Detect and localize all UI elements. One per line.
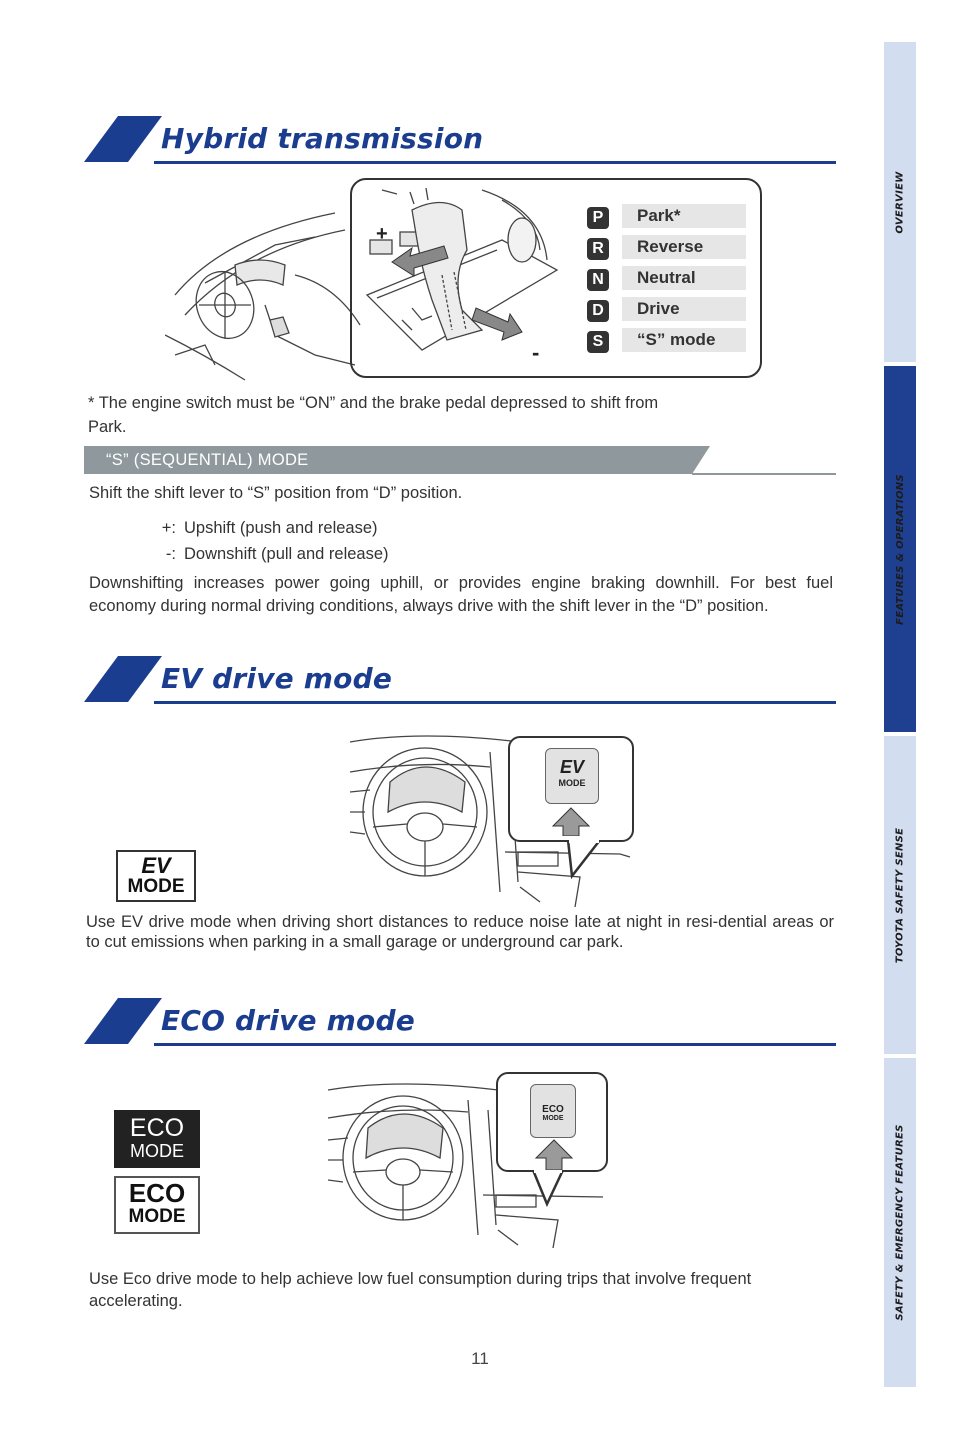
header-accent-shape [84,116,162,162]
ev-mode-badge: EV MODE [116,850,196,902]
header-rule [154,161,836,164]
s-mode-title: “S” (SEQUENTIAL) MODE [106,451,309,469]
callout-pointer [566,840,602,880]
tab-safety-emergency[interactable]: SAFETY & EMERGENCY FEATURES [884,1058,916,1387]
gear-letter: S [587,331,609,353]
ev-dashboard-illustration [349,735,631,908]
gear-letter: D [587,300,609,322]
eco-badge-dark-top: ECO [129,1114,185,1142]
park-footnote-line2: Park. [88,418,127,436]
downshift-paragraph: Downshifting increases power going uphil… [89,574,833,615]
tab-features-operations[interactable]: FEATURES & OPERATIONS [884,366,916,732]
header-accent-shape [84,998,162,1044]
eco-paragraph: Use Eco drive mode to help achieve low f… [89,1270,752,1310]
eco-badge-light-bottom: MODE [128,1206,186,1227]
gear-letter: R [587,238,609,260]
eco-mode-badge-dark: ECO MODE [114,1110,200,1168]
press-arrow-icon [551,807,591,836]
ev-badge-top: EV [141,853,171,878]
section-tabs: OVERVIEW FEATURES & OPERATIONS TOYOTA SA… [884,42,916,1387]
gear-label: Reverse [622,235,746,259]
hybrid-section-header: Hybrid transmission [84,116,836,166]
header-rule [154,1043,836,1046]
gear-label: Neutral [622,266,746,290]
tab-overview-label: OVERVIEW [894,170,906,234]
s-mode-instruction: Shift the shift lever to “S” position fr… [89,484,463,502]
park-footnote-line1: * The engine switch must be “ON” and the… [88,394,659,412]
ev-section-header: EV drive mode [84,656,836,706]
ev-button-bottom: MODE [558,778,586,788]
bullet-text: Downshift (pull and release) [184,545,389,563]
eco-mode-button[interactable]: ECO MODE [530,1084,576,1138]
ev-title: EV drive mode [161,662,393,695]
shifter-callout [350,178,762,378]
eco-button-top: ECO [542,1104,564,1115]
callout-pointer [531,1170,565,1208]
bullet-symbol: -: [165,545,176,563]
header-rule [154,701,836,704]
s-mode-subhead: “S” (SEQUENTIAL) MODE [84,446,836,476]
tab-overview[interactable]: OVERVIEW [884,42,916,362]
hybrid-title: Hybrid transmission [161,122,484,155]
tab-safety-label: SAFETY & EMERGENCY FEATURES [894,1124,906,1321]
eco-badge-dark-bottom: MODE [130,1141,184,1161]
ev-mode-button[interactable]: EV MODE [545,748,599,804]
ev-button-top: EV [559,757,584,777]
page-number: 11 [471,1349,489,1368]
bullet-text: Upshift (push and release) [184,519,378,537]
gear-label: Park* [622,204,746,228]
eco-button-bottom: MODE [542,1115,564,1122]
ev-paragraph: Use EV drive mode when driving short dis… [86,913,834,951]
header-accent-shape [84,656,162,702]
cockpit-illustration [165,212,361,381]
downshift-symbol: - [532,340,539,365]
tab-tss-label: TOYOTA SAFETY SENSE [894,827,906,963]
upshift-symbol: + [376,223,388,245]
gear-letter: N [587,269,609,291]
tab-features-label: FEATURES & OPERATIONS [894,473,906,625]
press-arrow-icon [534,1139,574,1170]
eco-section-header: ECO drive mode [84,998,836,1048]
subhead-bar-shape [84,446,836,475]
gear-label: Drive [622,297,746,321]
eco-mode-badge-light: ECO MODE [114,1176,200,1234]
shift-lever-illustration: + - [365,187,559,365]
gear-label: “S” mode [622,328,746,352]
gear-letter: P [587,207,609,229]
eco-dashboard-illustration [327,1083,604,1249]
tab-toyota-safety-sense[interactable]: TOYOTA SAFETY SENSE [884,736,916,1054]
eco-badge-light-top: ECO [128,1178,186,1208]
ev-badge-bottom: MODE [127,876,185,897]
eco-title: ECO drive mode [161,1004,415,1037]
bullet-symbol: +: [161,519,176,537]
